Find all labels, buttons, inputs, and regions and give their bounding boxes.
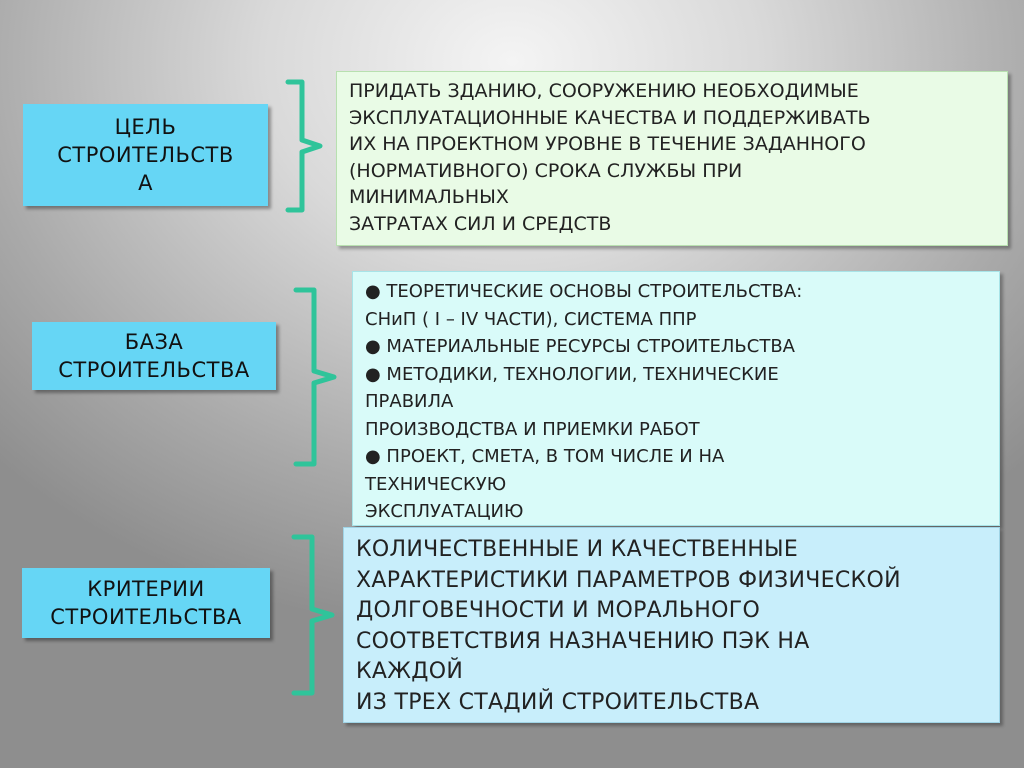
- goal-bracket: [285, 79, 323, 213]
- criteria-content-box: КОЛИЧЕСТВЕННЫЕ И КАЧЕСТВЕННЫЕ ХАРАКТЕРИС…: [343, 527, 1000, 723]
- goal-content-text: ПРИДАТЬ ЗДАНИЮ, СООРУЖЕНИЮ НЕОБХОДИМЫЕ Э…: [349, 80, 871, 235]
- base-label-text: БАЗА СТРОИТЕЛЬСТВА: [58, 330, 250, 382]
- base-content-box: ● ТЕОРЕТИЧЕСКИЕ ОСНОВЫ СТРОИТЕЛЬСТВА: СН…: [352, 271, 1000, 526]
- base-label: БАЗА СТРОИТЕЛЬСТВА: [32, 322, 276, 390]
- base-content-text: ● ТЕОРЕТИЧЕСКИЕ ОСНОВЫ СТРОИТЕЛЬСТВА: СН…: [365, 281, 803, 522]
- goal-label-text: ЦЕЛЬ СТРОИТЕЛЬСТВ А: [57, 115, 234, 195]
- base-bracket: [293, 287, 337, 467]
- criteria-content-text: КОЛИЧЕСТВЕННЫЕ И КАЧЕСТВЕННЫЕ ХАРАКТЕРИС…: [356, 537, 901, 715]
- goal-label: ЦЕЛЬ СТРОИТЕЛЬСТВ А: [23, 104, 268, 206]
- criteria-label-text: КРИТЕРИИ СТРОИТЕЛЬСТВА: [50, 577, 242, 629]
- goal-content-box: ПРИДАТЬ ЗДАНИЮ, СООРУЖЕНИЮ НЕОБХОДИМЫЕ Э…: [336, 71, 1008, 246]
- criteria-label: КРИТЕРИИ СТРОИТЕЛЬСТВА: [22, 568, 270, 638]
- criteria-bracket: [291, 534, 335, 696]
